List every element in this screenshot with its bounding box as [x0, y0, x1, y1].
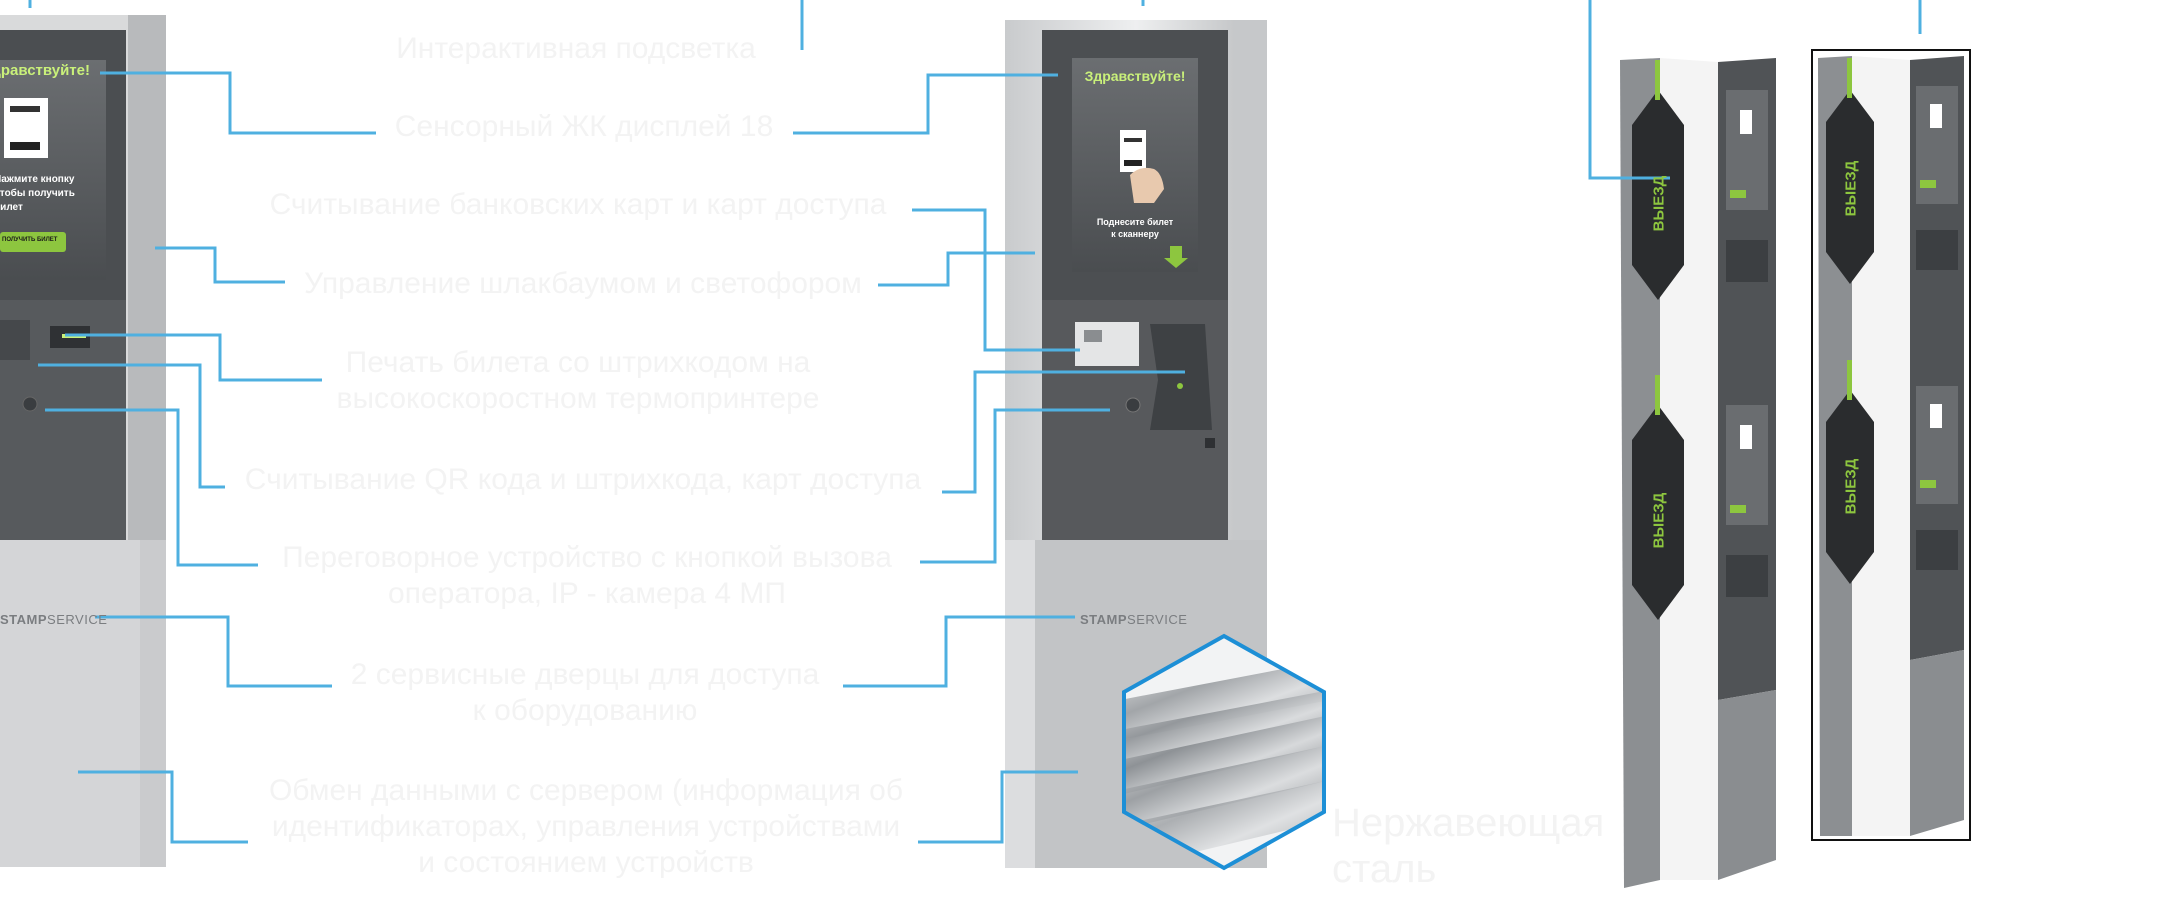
left-greeting: Здравствуйте! — [0, 62, 90, 79]
pillar-1 — [1620, 58, 1776, 888]
pillar-2-sign-bottom: ВЫЕЗД — [1842, 458, 1860, 515]
label-barrier: Управление шлакбаумом и светофором — [304, 267, 862, 300]
left-kiosk — [0, 15, 166, 867]
left-kiosk-screen: Здравствуйте! Нажмите кнопку чтобы получ… — [0, 60, 110, 280]
label-ticket-print: Печать билета со штрихкодом на высокоско… — [336, 346, 820, 415]
center-kiosk-screen: Здравствуйте! Поднесите билет к сканнеру — [1072, 58, 1198, 272]
label-backlight: Интерактивная подсветка — [396, 32, 756, 65]
pillar-2 — [1818, 56, 1964, 836]
leader-lines — [28, 0, 1922, 844]
label-server: Обмен данными с сервером (информация об … — [268, 774, 904, 879]
label-bank-cards: Считывание банковских карт и карт доступ… — [269, 188, 887, 221]
pillar-1-sign-top: ВЫЕЗД — [1650, 175, 1668, 232]
label-intercom: Переговорное устройство с кнопкой вызова… — [282, 541, 892, 610]
pillar-1-sign-bottom: ВЫЕЗД — [1650, 492, 1668, 549]
selection-frame — [1811, 49, 1971, 841]
center-greeting: Здравствуйте! — [1084, 68, 1186, 84]
label-qr: Считывание QR кода и штрихкода, карт дос… — [244, 463, 922, 496]
label-doors: 2 сервисные дверцы для доступа к оборудо… — [350, 658, 820, 727]
center-brand: STAMPSERVICE — [1080, 612, 1188, 627]
left-brand: STAMPSERVICE — [0, 612, 108, 627]
center-prompt: Поднесите билет к сканнеру — [1096, 217, 1174, 239]
label-display: Сенсорный ЖК дисплей 18 — [394, 110, 774, 143]
get-ticket-button[interactable]: ПОЛУЧИТЬ БИЛЕТ — [2, 237, 58, 243]
label-stainless-steel: Нержавеющая сталь — [1332, 801, 1605, 891]
pillar-2-sign-top: ВЫЕЗД — [1842, 160, 1860, 217]
stainless-steel-hexagon — [1122, 633, 1326, 871]
left-prompt: Нажмите кнопку чтобы получить билет — [0, 174, 75, 213]
